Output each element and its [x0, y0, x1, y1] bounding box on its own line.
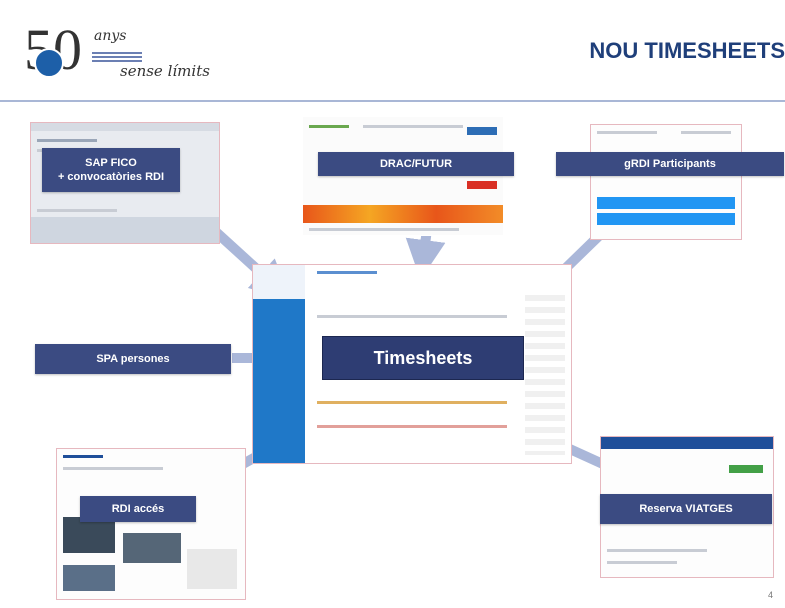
- rdi-photo: [63, 565, 115, 591]
- reserva-header: [601, 437, 773, 449]
- timesheets-label: Timesheets: [322, 336, 524, 380]
- placeholder-line: [317, 401, 507, 404]
- logo-tagline: sense límits: [120, 62, 210, 80]
- logo-stripes: [92, 52, 142, 62]
- drac-futur-screenshot: [302, 116, 504, 236]
- logo-seal-icon: [34, 48, 64, 78]
- rdi-map: [187, 549, 237, 589]
- rdi-acces-label: RDI accés: [80, 496, 196, 522]
- placeholder-line: [309, 125, 349, 128]
- placeholder-line: [363, 125, 463, 128]
- rdi-photo: [63, 517, 115, 553]
- sap-fico-label: SAP FICO + convocatòries RDI: [42, 148, 180, 192]
- timesheets-logo-area: [253, 265, 305, 299]
- placeholder-line: [681, 131, 731, 134]
- drac-red-button: [467, 181, 497, 189]
- timesheets-legend: [525, 295, 565, 455]
- spa-persones-label: SPA persones: [35, 344, 231, 374]
- placeholder-line: [317, 425, 507, 428]
- drac-banner: [303, 205, 503, 223]
- sap-panel: [31, 217, 219, 243]
- grdi-row: [597, 197, 735, 209]
- drac-button: [467, 127, 497, 135]
- grdi-participants-label: gRDI Participants: [556, 152, 784, 176]
- reserva-button: [729, 465, 763, 473]
- grdi-row: [597, 213, 735, 225]
- placeholder-line: [317, 271, 377, 274]
- window-titlebar: [31, 123, 219, 131]
- placeholder-line: [607, 561, 677, 564]
- placeholder-line: [63, 467, 163, 470]
- page-number: 4: [767, 590, 773, 600]
- reserva-viatges-label: Reserva VIATGES: [600, 494, 772, 524]
- placeholder-line: [63, 455, 103, 458]
- slide-header: 50 anys sense límits NOU TIMESHEETS: [0, 0, 785, 100]
- placeholder-line: [37, 139, 97, 142]
- placeholder-line: [597, 131, 657, 134]
- placeholder-line: [309, 228, 459, 231]
- rdi-photo: [123, 533, 181, 563]
- fifty-years-logo: 50 anys sense límits: [24, 20, 254, 90]
- rdi-acces-screenshot: [56, 448, 246, 600]
- slide-title: NOU TIMESHEETS: [589, 38, 785, 63]
- placeholder-line: [607, 549, 707, 552]
- drac-futur-label: DRAC/FUTUR: [318, 152, 514, 176]
- placeholder-line: [317, 315, 507, 318]
- placeholder-line: [37, 209, 117, 212]
- header-divider: [0, 100, 785, 102]
- logo-anys: anys: [94, 28, 127, 44]
- grdi-screenshot: [590, 124, 742, 240]
